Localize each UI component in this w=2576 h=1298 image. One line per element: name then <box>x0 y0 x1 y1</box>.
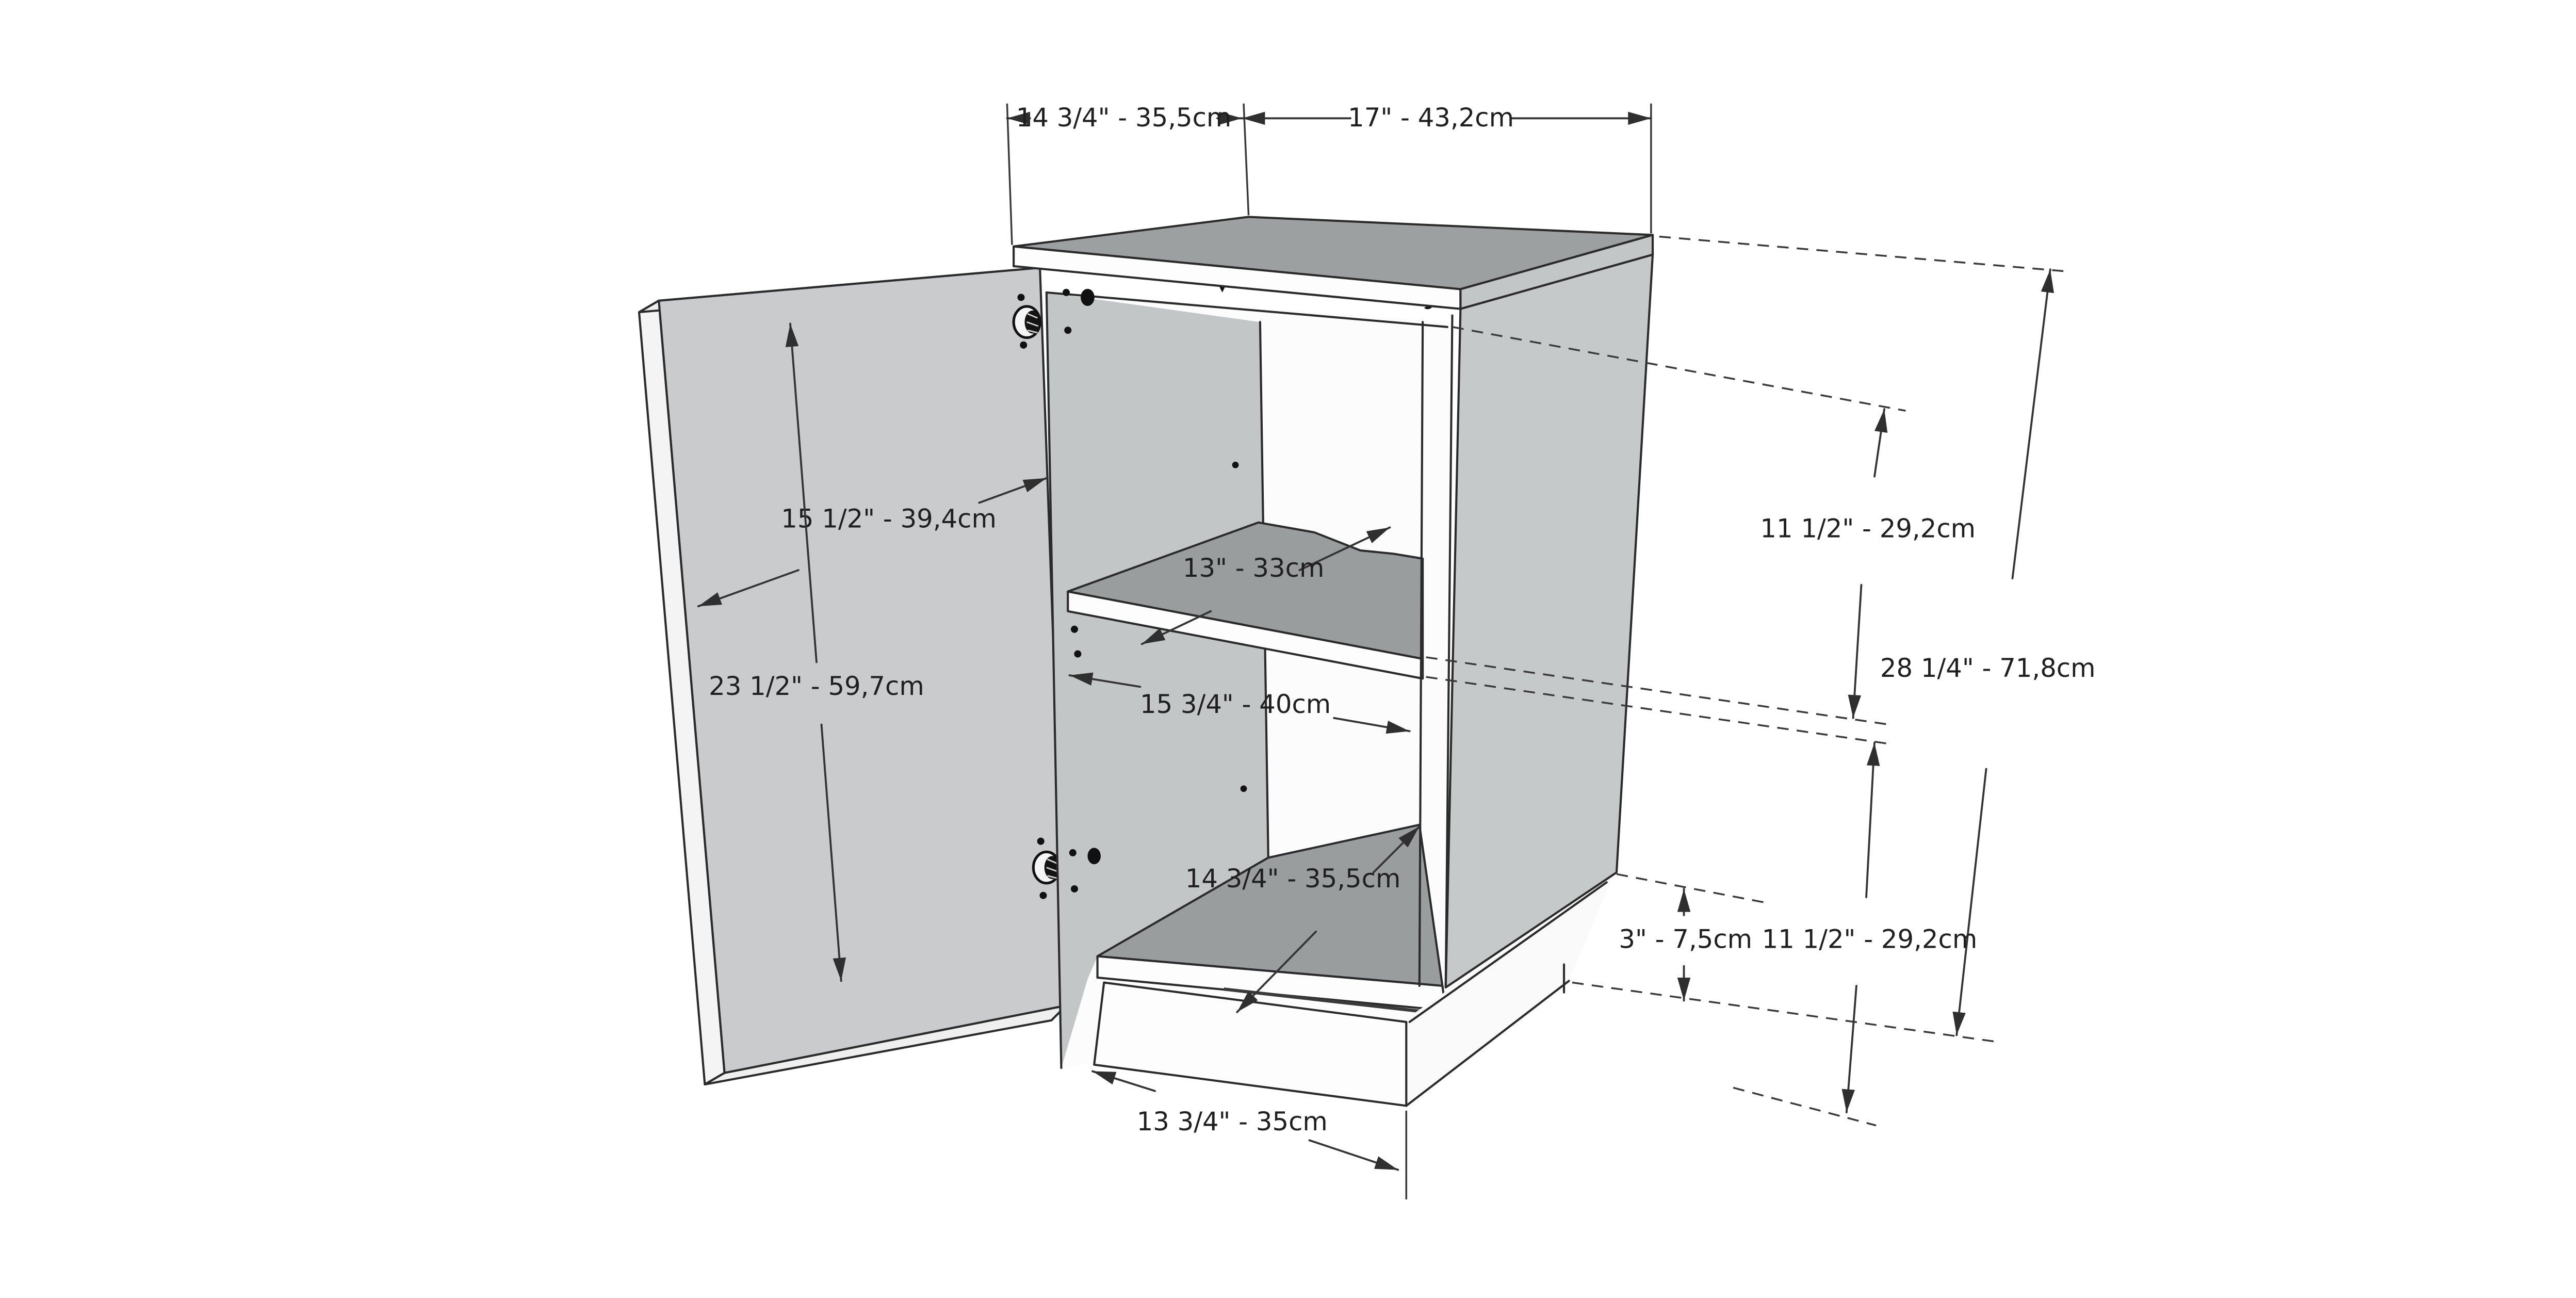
label-middle-shelf-depth: 13" - 33cm <box>1183 553 1324 583</box>
cabinet-door <box>638 267 1068 1086</box>
dimension-overall-height: 28 1/4" - 71,8cm <box>1572 235 2096 1043</box>
dimension-lower-opening-height: 11 1/2" - 29,2cm <box>1426 676 1978 1127</box>
dimension-top-width: 17" - 43,2cm <box>1241 103 1652 234</box>
carcass-front-right-edge <box>1444 314 1454 989</box>
door-hinge-screw-hole <box>1017 294 1025 301</box>
base-plinth <box>1093 875 1613 1107</box>
dimension-top-depth: 14 3/4" - 35,5cm <box>1006 103 1250 245</box>
right-side-panel <box>1444 253 1654 989</box>
label-upper-opening-height: 11 1/2" - 29,2cm <box>1760 513 1976 543</box>
middle-shelf-top-surface <box>1067 521 1424 660</box>
label-top-width: 17" - 43,2cm <box>1348 103 1514 133</box>
bottom-shadow-line <box>1224 987 1443 1016</box>
base-right-bottom-edge <box>1405 980 1570 1107</box>
door-hinge-cup-top <box>1012 294 1041 349</box>
label-base-height: 3" - 7,5cm <box>1619 924 1752 954</box>
label-interior-depth: 15 3/4" - 40cm <box>1140 689 1331 719</box>
dimension-upper-opening-height: 11 1/2" - 29,2cm <box>1426 326 1976 726</box>
dimension-door-width: 15 1/2" - 39,4cm <box>697 477 1048 608</box>
inner-wall-holes <box>1063 288 1247 893</box>
dimension-base-width: 13 3/4" - 35cm <box>1091 1070 1408 1199</box>
top-panel <box>1013 216 1654 310</box>
label-base-width: 13 3/4" - 35cm <box>1137 1107 1328 1137</box>
base-right-top-edge <box>1408 881 1608 1024</box>
label-door-height: 23 1/2" - 59,7cm <box>709 671 924 701</box>
base-front-face <box>1093 981 1408 1107</box>
opening-top-line <box>1045 291 1448 328</box>
base-right-face <box>1406 875 1613 1106</box>
label-door-width: 15 1/2" - 39,4cm <box>781 504 997 533</box>
cabinet-inner-left-wall <box>1046 292 1268 1068</box>
door-gap-edge-line <box>1045 291 1063 1069</box>
dimension-bottom-shelf-depth: 14 3/4" - 35,5cm <box>1185 825 1421 1013</box>
label-lower-opening-height: 11 1/2" - 29,2cm <box>1762 924 1978 954</box>
inner-right-wall-line <box>1418 321 1424 987</box>
door-hinge-screw-hole <box>1037 837 1045 845</box>
door-inner-face <box>658 267 1068 1074</box>
dimension-door-height: 23 1/2" - 59,7cm <box>709 322 924 982</box>
cabinet-drawing <box>638 216 1654 1107</box>
label-overall-height: 28 1/4" - 71,8cm <box>1880 653 2096 683</box>
dimension-interior-depth: 15 3/4" - 40cm <box>1068 672 1411 734</box>
middle-shelf <box>1067 521 1424 680</box>
label-top-depth: 14 3/4" - 35,5cm <box>1016 103 1232 133</box>
dimension-base-height: 3" - 7,5cm <box>1616 873 1771 1002</box>
dimension-annotations: 14 3/4" - 35,5cm 17" - 43,2cm 15 1/2" - … <box>697 103 2096 1199</box>
dimension-middle-shelf-depth: 13" - 33cm <box>1140 526 1391 645</box>
door-hinge-screw-hole <box>1020 341 1028 349</box>
middle-shelf-front-edge <box>1067 590 1424 680</box>
door-hinge-screw-hole <box>1039 891 1047 899</box>
label-bottom-shelf-depth: 14 3/4" - 35,5cm <box>1185 864 1401 894</box>
